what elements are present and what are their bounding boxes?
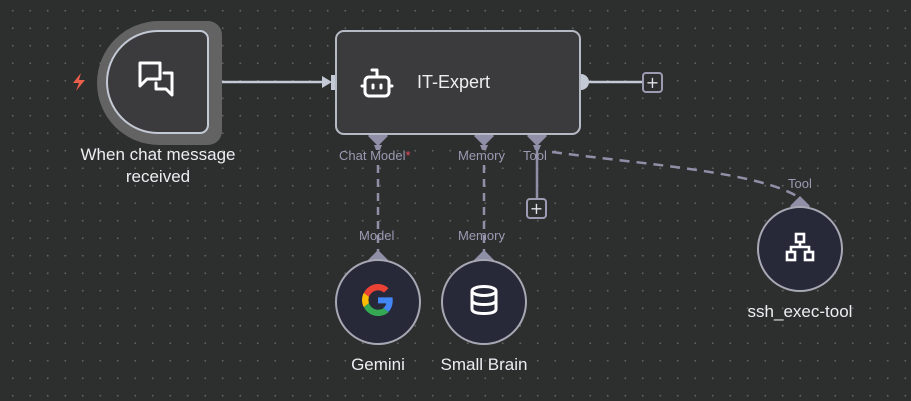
gemini-port-label: Model xyxy=(359,228,395,243)
database-icon xyxy=(469,284,499,321)
edge-tool-ssh xyxy=(551,150,801,200)
gemini-node[interactable] xyxy=(335,259,421,345)
robot-icon xyxy=(359,66,395,102)
trigger-node-label: When chat message received xyxy=(58,144,258,188)
port-label-memory: Memory xyxy=(458,148,505,163)
trigger-label-line2: received xyxy=(125,167,191,186)
port-label-chat-model: Chat Model* xyxy=(339,148,411,163)
gemini-node-label: Gemini xyxy=(351,355,405,374)
agent-title: IT-Expert xyxy=(417,72,491,92)
ssh-exec-tool-node[interactable] xyxy=(757,206,843,292)
trigger-label-line1: When chat message xyxy=(80,145,236,164)
trigger-bolt-icon xyxy=(70,72,88,92)
add-node-after-agent-button[interactable]: + xyxy=(642,72,663,93)
required-asterisk: * xyxy=(405,148,411,163)
chat-bubbles-icon xyxy=(136,59,180,106)
port-label-chat-model-text: Chat Model xyxy=(339,148,406,163)
sitemap-icon xyxy=(784,231,816,268)
add-tool-button[interactable]: + xyxy=(526,198,547,219)
trigger-node[interactable] xyxy=(106,30,209,134)
port-memory-stem xyxy=(480,145,488,150)
tool-port-label: Tool xyxy=(788,176,812,191)
port-tool-stem xyxy=(533,145,541,150)
agent-node[interactable]: IT-Expert xyxy=(335,30,581,135)
port-label-tool: Tool xyxy=(523,148,547,163)
agent-input-arrow xyxy=(322,76,332,88)
memory-port-label: Memory xyxy=(458,228,505,243)
memory-node-label: Small Brain xyxy=(440,355,528,374)
memory-node[interactable] xyxy=(441,259,527,345)
ssh-exec-tool-label: ssh_exec-tool xyxy=(747,302,853,321)
google-g-icon xyxy=(362,283,394,321)
port-chat-model-stem xyxy=(374,145,382,150)
